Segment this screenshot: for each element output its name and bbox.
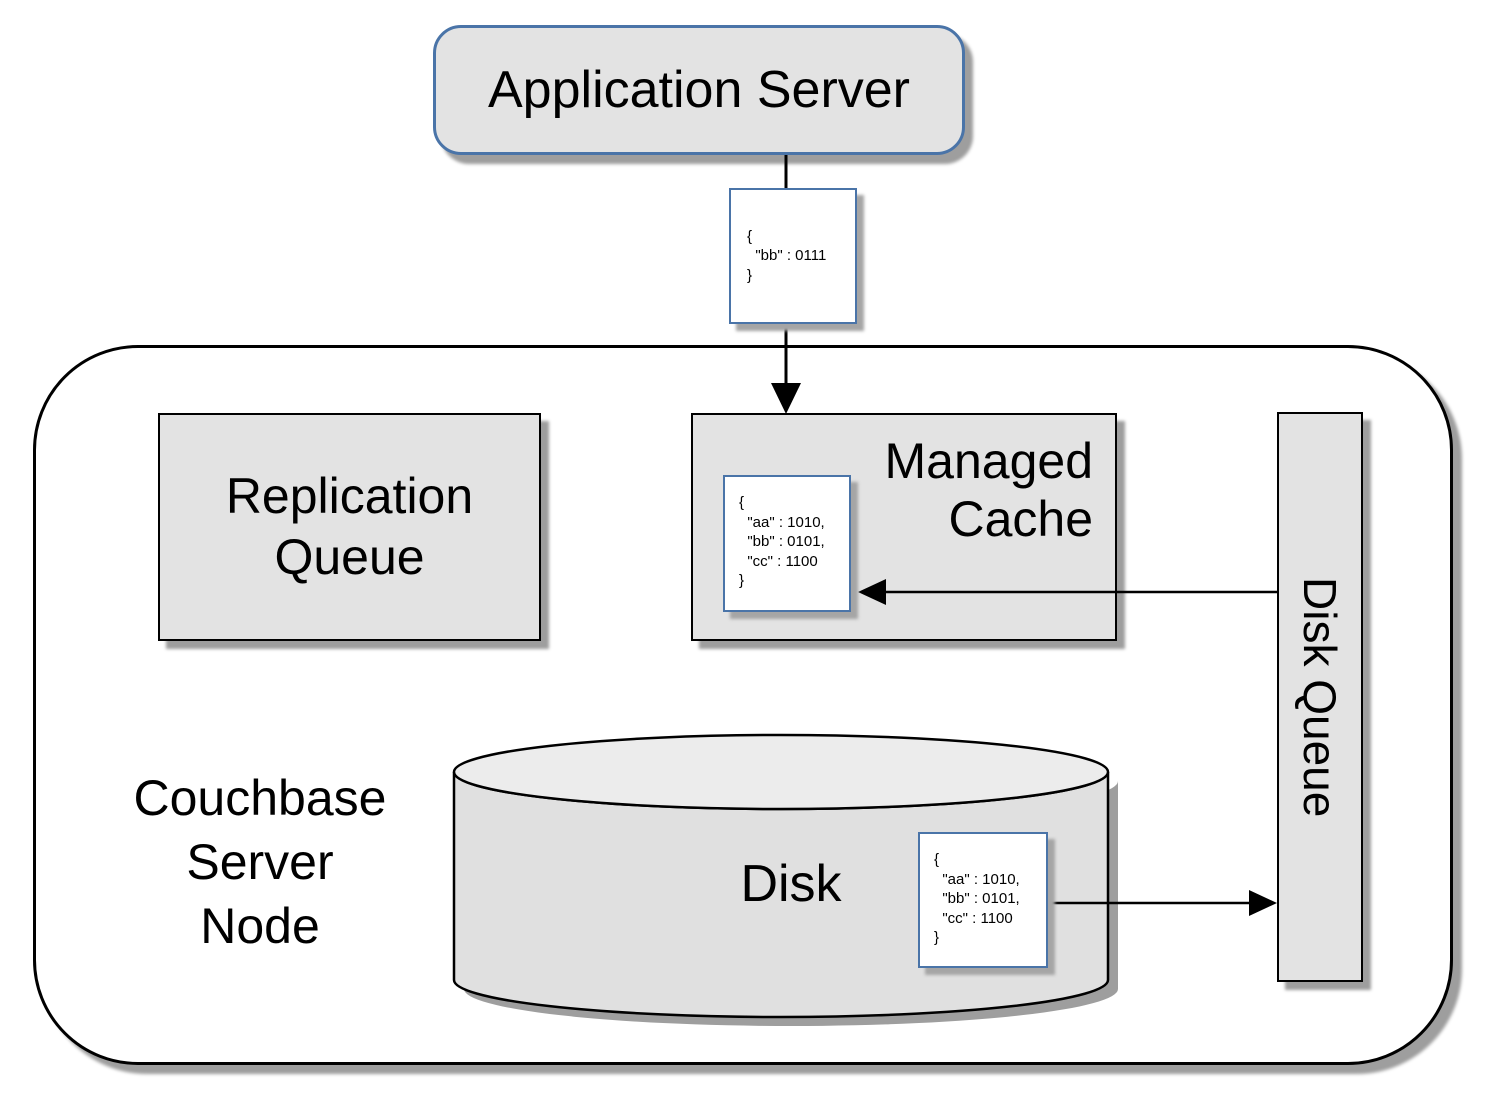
replication-queue-label-line1: Replication: [225, 468, 474, 524]
request-doc-line: "bb" : 0111: [747, 247, 827, 265]
request-doc-line: {: [747, 227, 753, 245]
managed-cache-label-line1: Managed: [884, 433, 1094, 489]
node-label-line3: Node: [200, 898, 320, 954]
application-server-label: Application Server: [488, 61, 910, 119]
disk-doc-line: {: [934, 851, 940, 868]
cache-doc-line: }: [739, 572, 745, 589]
disk-queue-label: Disk Queue: [1294, 576, 1346, 818]
cache-doc-line: "cc" : 1100: [739, 552, 818, 570]
disk-doc-line: }: [934, 929, 940, 946]
cache-doc-line: "bb" : 0101,: [739, 533, 825, 550]
managed-cache-label: Managed Cache: [885, 432, 1094, 548]
disk-json-doc: { "aa" : 1010, "bb" : 0101, "cc" : 1100 …: [918, 832, 1048, 968]
cache-doc-line: {: [739, 494, 745, 511]
disk-cylinder-top: [452, 733, 1110, 811]
disk-doc-line: "bb" : 0101,: [934, 890, 1020, 907]
disk-doc-line: "cc" : 1100: [934, 909, 1013, 927]
request-doc-line: }: [747, 266, 753, 284]
replication-queue-label-line2: Queue: [274, 529, 425, 585]
replication-queue-box: Replication Queue: [158, 413, 541, 641]
application-server-box: Application Server: [433, 25, 965, 155]
cache-json-doc: { "aa" : 1010, "bb" : 0101, "cc" : 1100 …: [723, 475, 851, 612]
disk-queue-box: Disk Queue: [1277, 412, 1363, 982]
managed-cache-label-line2: Cache: [948, 491, 1093, 547]
cache-doc-line: "aa" : 1010,: [739, 513, 825, 531]
node-label-line2: Server: [186, 834, 334, 890]
request-json-doc: { "bb" : 0111 }: [729, 188, 857, 324]
couchbase-server-node-label: Couchbase Server Node: [85, 766, 435, 958]
disk-doc-line: "aa" : 1010,: [934, 870, 1020, 888]
node-label-line1: Couchbase: [133, 770, 387, 826]
replication-queue-label: Replication Queue: [226, 466, 473, 588]
disk-label: Disk: [740, 855, 842, 913]
